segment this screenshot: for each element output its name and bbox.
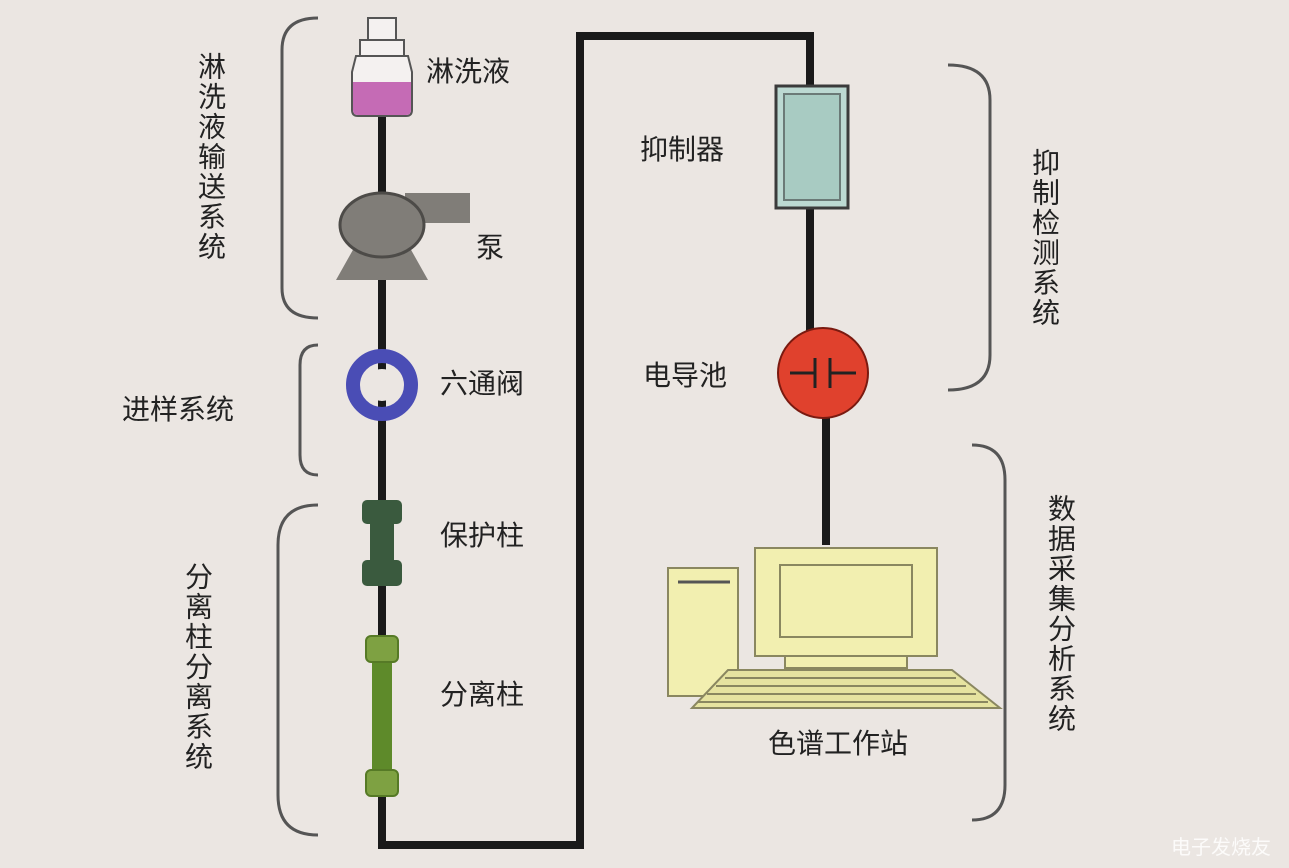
bracket-suppression-detection <box>947 63 992 392</box>
label-six-way-valve: 六通阀 <box>440 367 525 400</box>
eluent-bottle <box>351 17 413 117</box>
label-pump: 泵 <box>476 231 505 264</box>
computer-icon <box>667 547 1003 709</box>
system-separation: 分离柱分离系统 <box>181 562 214 772</box>
label-conductivity-cell: 电导池 <box>643 359 728 392</box>
bracket-data-acquisition <box>971 443 1007 822</box>
label-guard-column: 保护柱 <box>440 519 525 552</box>
label-suppressor: 抑制器 <box>640 133 725 166</box>
bracket-injection <box>298 343 319 477</box>
label-eluent: 淋洗液 <box>426 55 511 88</box>
label-workstation: 色谱工作站 <box>768 727 909 760</box>
pump-symbol <box>336 191 470 280</box>
eluent-liquid <box>353 82 411 115</box>
watermark: 电子发烧友 <box>1171 835 1271 859</box>
system-data-acquisition: 数据采集分析系统 <box>1044 494 1077 734</box>
system-suppression-detection: 抑制检测系统 <box>1028 148 1061 328</box>
label-separation-column: 分离柱 <box>440 678 525 711</box>
suppressor-symbol <box>774 84 850 210</box>
guard-column-symbol <box>362 500 402 586</box>
conductivity-cell-symbol <box>777 327 869 419</box>
six-way-valve-ring <box>346 349 418 421</box>
six-way-valve-hole <box>366 369 398 401</box>
bracket-eluent-delivery <box>280 16 319 320</box>
bracket-separation <box>276 503 319 837</box>
separation-column-symbol <box>365 635 399 797</box>
flow-tubing <box>378 32 814 849</box>
system-eluent-delivery: 淋洗液输送系统 <box>194 52 227 262</box>
system-injection: 进样系统 <box>122 393 235 426</box>
